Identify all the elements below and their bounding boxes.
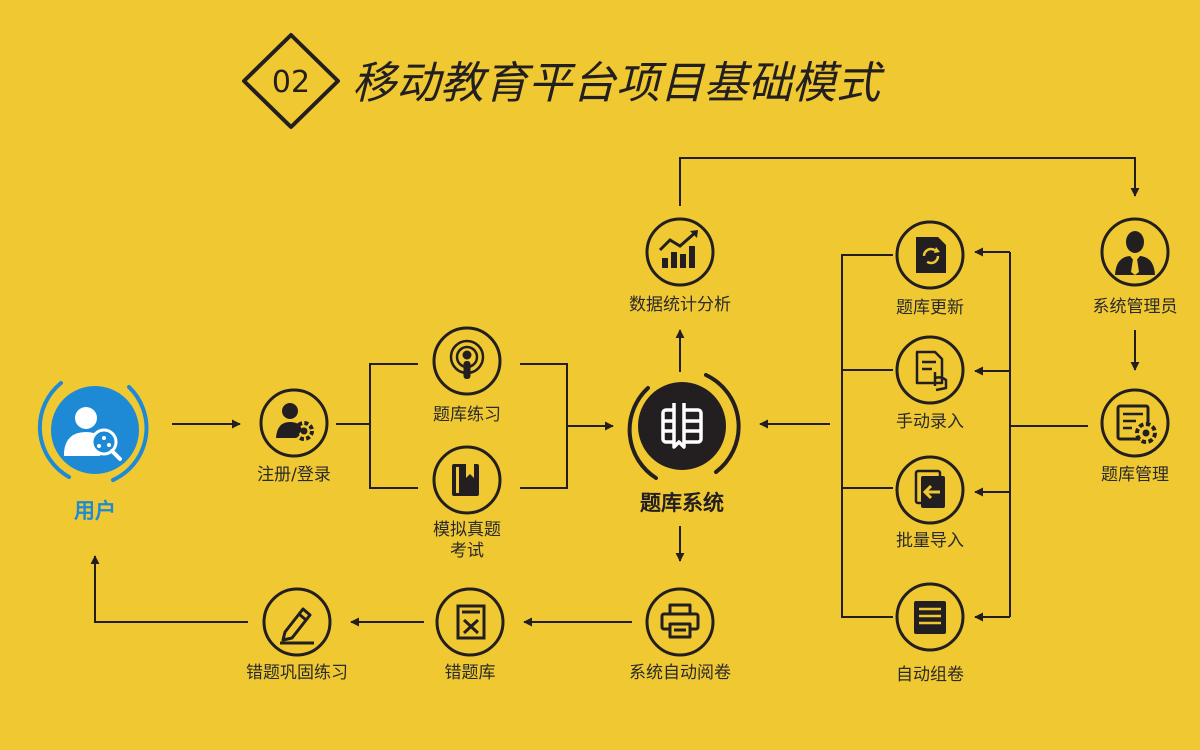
core-label: 题库系统 — [640, 491, 724, 515]
manual-input-label: 手动录入 — [896, 412, 964, 432]
wrong-doc-icon — [456, 604, 486, 640]
admin-label: 系统管理员 — [1093, 297, 1178, 317]
wrong-bank-label: 错题库 — [445, 663, 496, 683]
node-update[interactable]: 题库更新 — [895, 220, 965, 318]
node-stats[interactable]: 数据统计分析 — [629, 217, 731, 315]
node-auto-compose[interactable]: 自动组卷 — [895, 582, 965, 685]
manage-gear-icon — [1116, 404, 1157, 444]
connectors — [90, 157, 1140, 627]
register-label: 注册/登录 — [257, 465, 331, 485]
node-practice[interactable]: 题库练习 — [432, 326, 502, 425]
import-icon — [914, 469, 945, 508]
admin-icon — [1115, 231, 1155, 275]
node-core[interactable]: 题库系统 — [627, 373, 741, 515]
batch-import-label: 批量导入 — [896, 531, 964, 551]
wrong-practice-label: 错题巩固练习 — [246, 663, 348, 683]
stats-label: 数据统计分析 — [629, 295, 731, 315]
question-bank-icon — [661, 403, 703, 449]
node-mock-exam[interactable]: 模拟真题 考试 — [432, 445, 502, 561]
mock-exam-label-line1: 模拟真题 — [433, 520, 501, 540]
node-admin[interactable]: 系统管理员 — [1093, 217, 1178, 317]
node-register[interactable]: 注册/登录 — [257, 388, 331, 485]
paper-icon — [914, 601, 946, 634]
printer-icon — [660, 603, 700, 639]
pencil-icon — [280, 607, 314, 645]
auto-grade-label: 系统自动阅卷 — [629, 663, 731, 683]
node-wrong-bank[interactable]: 错题库 — [435, 587, 505, 683]
bank-manage-label: 题库管理 — [1101, 465, 1169, 485]
node-batch-import[interactable]: 批量导入 — [895, 455, 965, 551]
book-icon — [452, 464, 479, 496]
left-bracket — [841, 254, 893, 618]
merge-bracket — [520, 363, 568, 489]
user-search-icon — [64, 407, 122, 461]
arrow-stats-admin — [679, 157, 1140, 206]
node-user[interactable]: 用户 — [37, 381, 149, 523]
node-manual-input[interactable]: 手动录入 — [895, 335, 965, 432]
branch-register — [336, 363, 418, 489]
arrow-practice-user — [90, 555, 248, 623]
chart-icon — [658, 230, 698, 268]
node-wrong-practice[interactable]: 错题巩固练习 — [246, 587, 348, 683]
badge-number: 02 — [272, 65, 310, 100]
header: 02 移动教育平台项目基础模式 — [242, 33, 885, 129]
update-label: 题库更新 — [896, 298, 964, 318]
refresh-doc-icon — [916, 237, 946, 273]
page-title: 移动教育平台项目基础模式 — [352, 58, 885, 109]
auto-compose-label: 自动组卷 — [896, 665, 964, 685]
mock-exam-label-line2: 考试 — [450, 541, 484, 561]
node-bank-manage[interactable]: 题库管理 — [1100, 388, 1170, 485]
user-label: 用户 — [74, 499, 116, 523]
practice-label: 题库练习 — [433, 405, 501, 425]
node-auto-grade[interactable]: 系统自动阅卷 — [629, 587, 731, 683]
user-gear-icon — [276, 403, 314, 441]
podcast-icon — [449, 339, 485, 379]
hand-doc-icon — [915, 350, 948, 392]
badge-diamond: 02 — [242, 33, 340, 129]
